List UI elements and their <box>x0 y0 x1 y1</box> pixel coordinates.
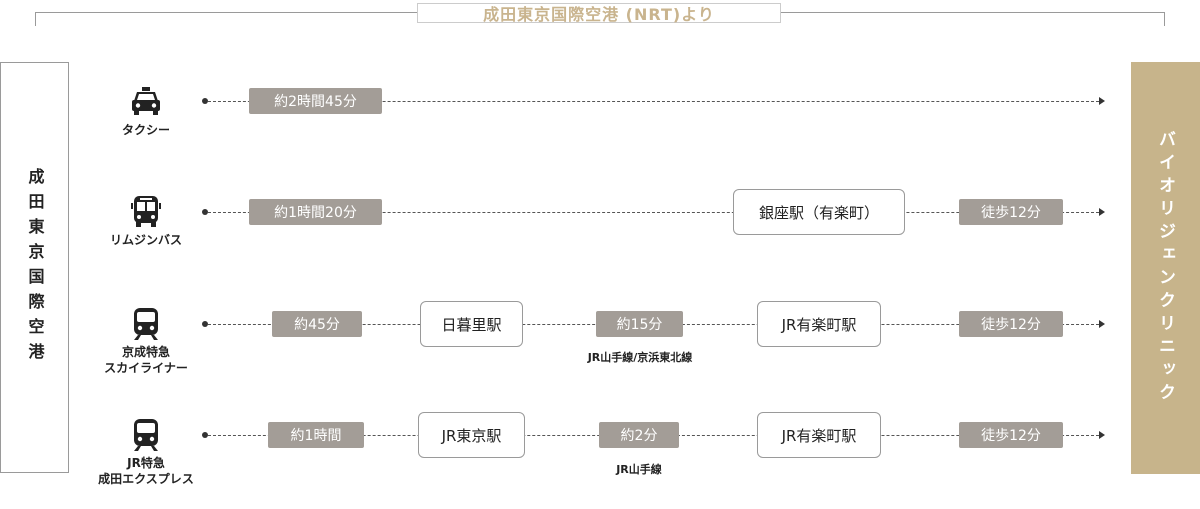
duration-pill: 約2時間45分 <box>249 88 382 114</box>
bus-icon <box>131 196 161 227</box>
duration-pill: 約15分 <box>596 311 683 337</box>
arrow-icon <box>1099 320 1105 328</box>
station-box: 日暮里駅 <box>420 301 523 347</box>
mode-label-nex-line1: JR特急 <box>127 456 165 470</box>
train-icon <box>134 308 158 340</box>
duration-pill: 約1時間20分 <box>249 199 382 225</box>
header-title: 成田東京国際空港 (NRT)より <box>417 3 781 24</box>
destination-box: バイオリジェンクリニック <box>1131 62 1200 474</box>
arrow-icon <box>1099 97 1105 105</box>
station-box: 銀座駅（有楽町） <box>733 189 905 235</box>
route-start-dot <box>202 321 208 327</box>
mode-label-skyliner-line2: スカイライナー <box>104 361 188 375</box>
route-line <box>208 101 1099 102</box>
walk-pill: 徒歩12分 <box>959 311 1063 337</box>
mode-label-nex-line2: 成田エクスプレス <box>98 472 194 486</box>
route-line <box>208 212 1099 213</box>
train-icon <box>134 419 158 451</box>
station-box: JR有楽町駅 <box>757 301 881 347</box>
mode-skyliner: 京成特急 スカイライナー <box>76 306 216 376</box>
mode-label-skyliner-line1: 京成特急 <box>121 345 170 359</box>
duration-pill: 約1時間 <box>268 422 364 448</box>
walk-pill: 徒歩12分 <box>959 422 1063 448</box>
route-start-dot <box>202 209 208 215</box>
mode-narita-express: JR特急 成田エクスプレス <box>76 417 216 487</box>
walk-pill: 徒歩12分 <box>959 199 1063 225</box>
mode-label-taxi: タクシー <box>121 123 170 137</box>
station-box: JR有楽町駅 <box>757 412 881 458</box>
mode-label-bus: リムジンバス <box>109 233 182 247</box>
mode-taxi: タクシー <box>76 84 216 138</box>
duration-pill: 約2分 <box>599 422 679 448</box>
line-note: JR山手線/京浜東北線 <box>587 351 693 364</box>
duration-pill: 約45分 <box>272 311 362 337</box>
route-start-dot <box>202 432 208 438</box>
taxi-icon <box>132 87 160 115</box>
route-start-dot <box>202 98 208 104</box>
origin-label: 成田東京国際空港 <box>25 167 45 368</box>
mode-bus: リムジンバス <box>76 194 216 248</box>
line-note: JR山手線 <box>616 463 662 476</box>
destination-label: バイオリジェンクリニック <box>1155 130 1175 406</box>
arrow-icon <box>1099 208 1105 216</box>
station-box: JR東京駅 <box>418 412 525 458</box>
arrow-icon <box>1099 431 1105 439</box>
origin-box: 成田東京国際空港 <box>0 62 69 473</box>
